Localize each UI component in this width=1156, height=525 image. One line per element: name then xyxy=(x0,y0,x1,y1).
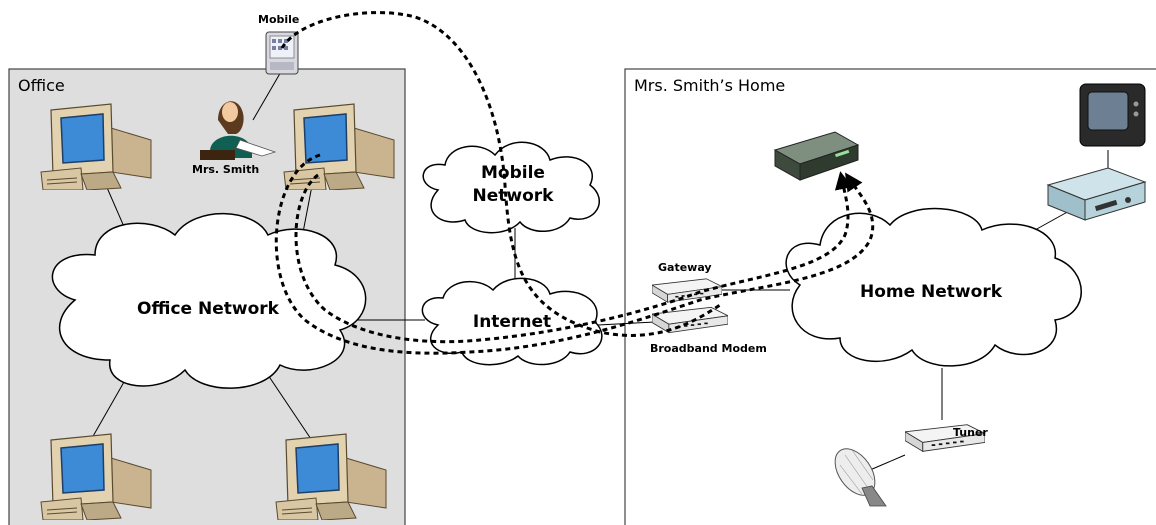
office-to-home-path-inner xyxy=(294,171,853,344)
tuner-label: Tuner xyxy=(953,426,988,439)
office-zone-label: Office xyxy=(18,76,65,95)
link-pc-bottomright xyxy=(267,374,316,446)
mobile-network-label-line1: Mobile xyxy=(481,163,545,183)
mobile-network-label-line2: Network xyxy=(473,186,555,206)
link-smith-mobile xyxy=(252,69,283,121)
link-tuner-dish xyxy=(869,454,906,471)
mrs-smith-label: Mrs. Smith xyxy=(192,163,259,176)
office-to-home-path-outer xyxy=(274,153,875,355)
link-pc-bottomleft xyxy=(87,374,129,446)
vcr-device xyxy=(1046,167,1147,221)
internet-cloud: Internet xyxy=(421,277,603,366)
data-paths xyxy=(274,11,875,355)
broadband-modem-label: Broadband Modem xyxy=(650,342,767,355)
home-network-label: Home Network xyxy=(860,282,1003,302)
set-top-box-device xyxy=(773,131,860,181)
mrs-smith-figure xyxy=(200,101,277,160)
television-device xyxy=(1079,83,1146,147)
home-zone-label: Mrs. Smith’s Home xyxy=(634,76,785,95)
internet-label: Internet xyxy=(473,312,551,332)
mobile-label: Mobile xyxy=(258,13,299,26)
mobile-network-cloud: Mobile Network xyxy=(422,141,601,234)
office-network-label: Office Network xyxy=(137,299,280,319)
link-internet-modem xyxy=(597,321,656,326)
mobile-to-home-path xyxy=(280,11,721,337)
mobile-device xyxy=(265,31,299,75)
satellite-dish-icon xyxy=(834,448,887,507)
gateway-label: Gateway xyxy=(658,261,712,274)
home-network-cloud: Home Network xyxy=(785,207,1082,367)
office-network-cloud: Office Network xyxy=(51,212,367,389)
